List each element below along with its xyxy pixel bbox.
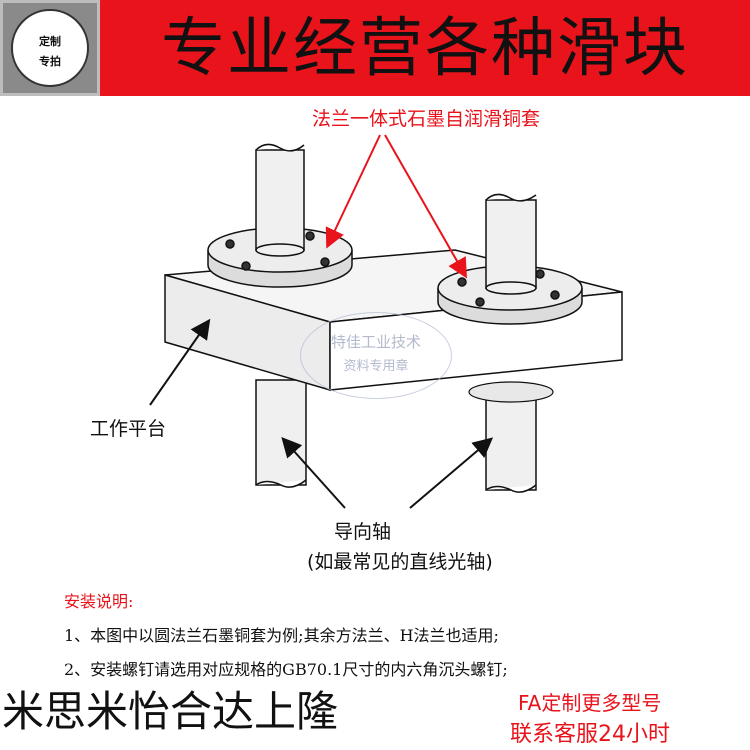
watermark-stamp: 特佳工业技术 资料专用章: [300, 312, 452, 399]
right-lower-flange: [468, 381, 554, 403]
header-title: 专业经营各种滑块: [161, 12, 689, 86]
badge-line1: 定制: [39, 35, 61, 48]
shaft-sublabel: (如最常见的直线光轴): [307, 551, 493, 573]
shaft-label: 导向轴: [334, 521, 392, 543]
custom-models-note: FA定制更多型号: [518, 691, 662, 715]
bushing-callout: 法兰一体式石墨自润滑铜套: [312, 108, 541, 130]
right-upper-shaft: [485, 193, 537, 295]
stamp-line1: 特佳工业技术: [330, 333, 421, 351]
shaft-arrow-left: [281, 437, 346, 509]
callout-arrow-left: [325, 134, 381, 249]
platform-label: 工作平台: [90, 418, 167, 440]
notes-title: 安装说明:: [64, 592, 134, 611]
shaft-arrow-right: [409, 437, 494, 509]
stamp-line2: 资料专用章: [343, 359, 409, 374]
contact-service-note: 联系客服24小时: [510, 722, 670, 747]
callout-arrow-right: [384, 134, 467, 279]
header-banner: 定制 专拍 专业经营各种滑块: [0, 0, 750, 96]
platform-arrow: [149, 318, 211, 406]
left-lower-shaft: [255, 379, 307, 488]
brand-list: 米思米怡合达上隆: [2, 687, 339, 736]
custom-badge: 定制 专拍: [0, 0, 100, 96]
note-item: 1、本图中以圆法兰石墨铜套为例;其余方法兰、H法兰也适用;: [64, 626, 499, 645]
note-item: 2、安装螺钉请选用对应规格的GB70.1尺寸的内六角沉头螺钉;: [64, 660, 508, 679]
badge-seal: 定制 专拍: [11, 9, 89, 87]
right-lower-shaft: [485, 394, 537, 493]
badge-line2: 专拍: [39, 55, 61, 68]
left-upper-shaft: [255, 143, 305, 257]
